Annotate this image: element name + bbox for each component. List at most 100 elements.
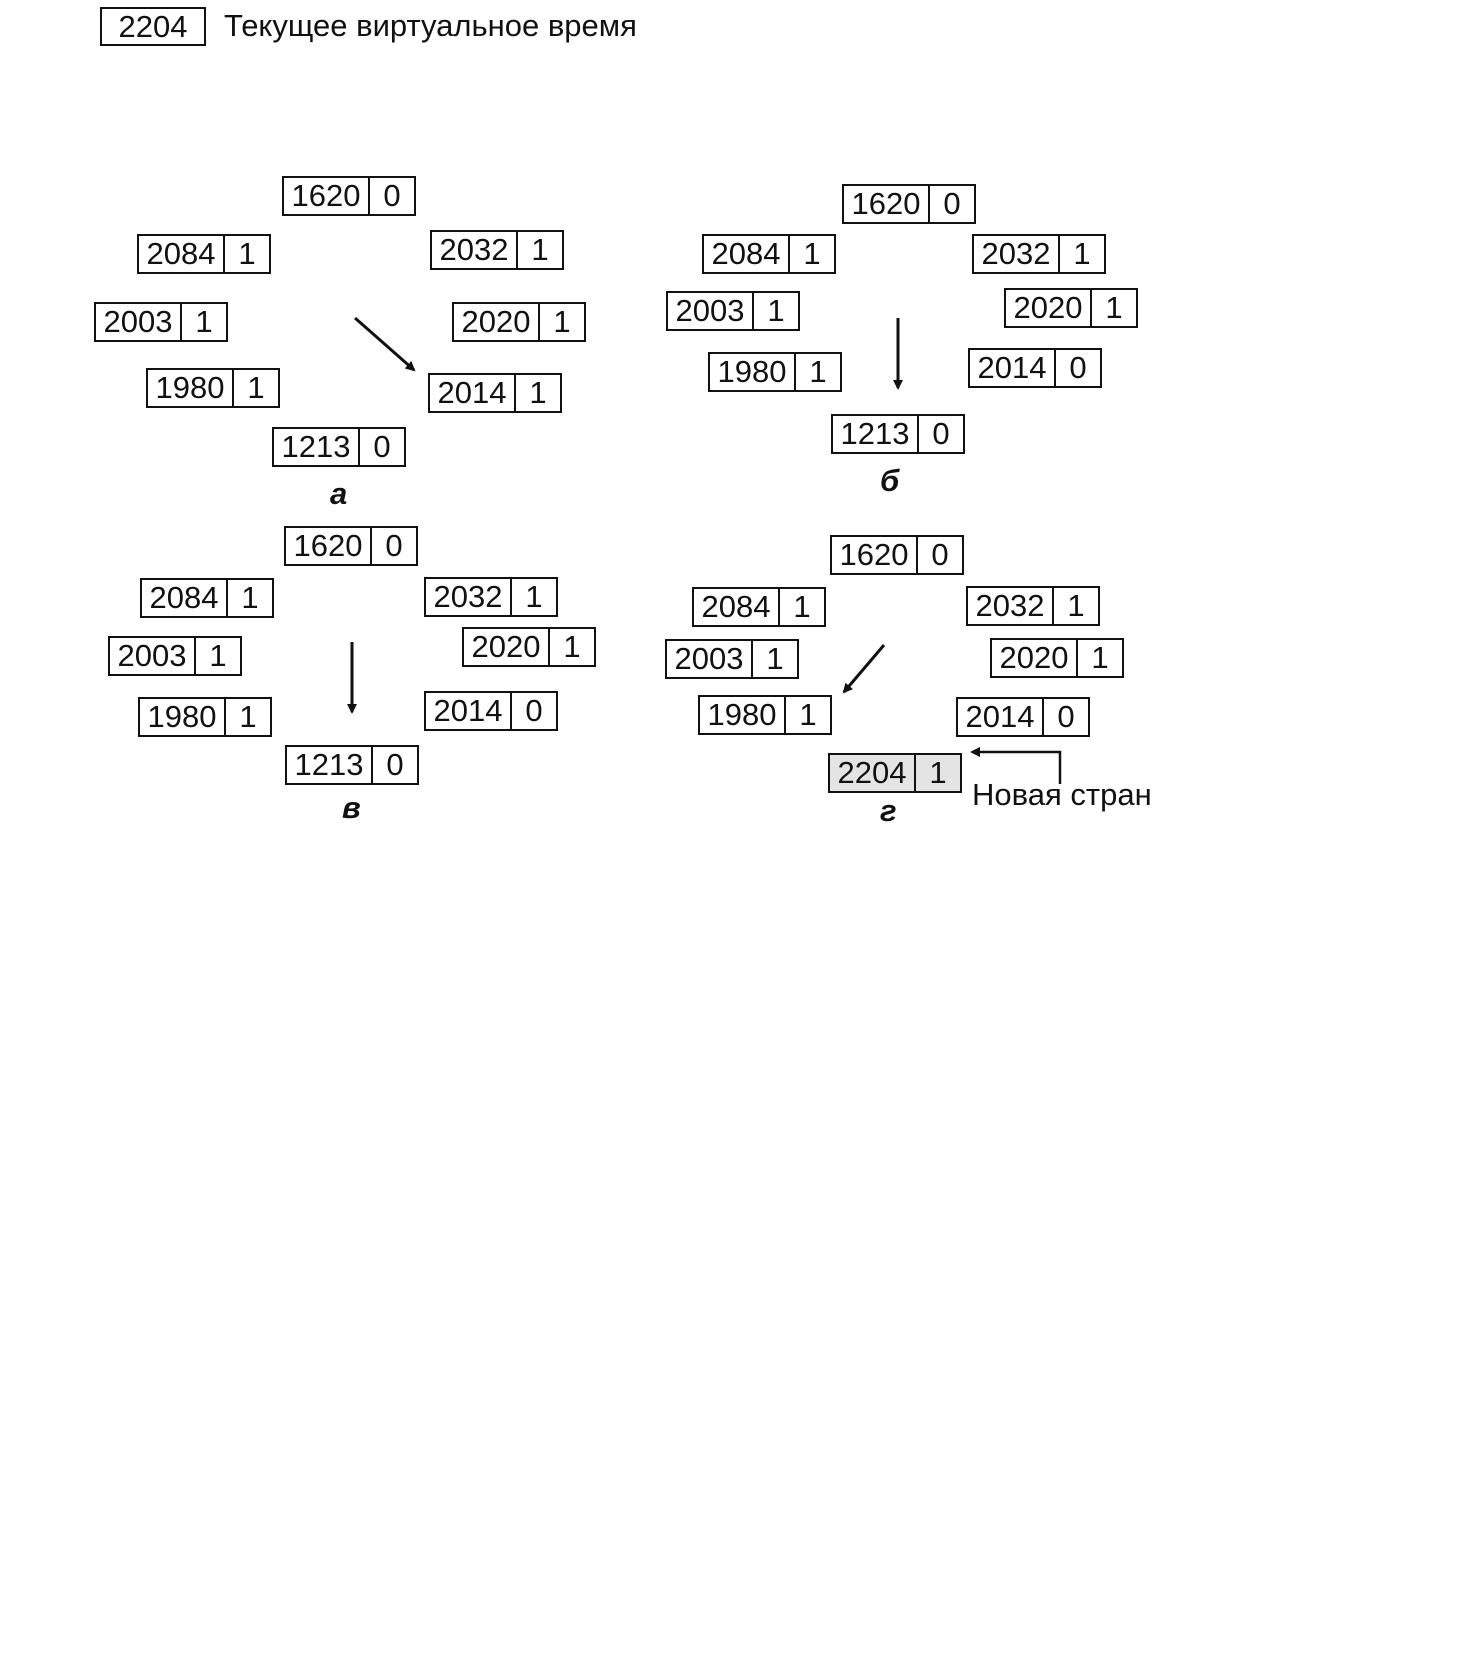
page-r-bit: 1 bbox=[1067, 588, 1085, 623]
page-time: 1980 bbox=[140, 699, 226, 735]
page-time: 1980 bbox=[148, 370, 234, 406]
page-time: 2014 bbox=[430, 375, 516, 411]
page-time: 2014 bbox=[426, 693, 512, 729]
clock-hand-arrow-g bbox=[842, 644, 886, 694]
page-time: 2084 bbox=[139, 236, 225, 272]
page-time: 2020 bbox=[464, 629, 550, 665]
page-time: 2084 bbox=[694, 589, 780, 625]
page-time: 2032 bbox=[426, 579, 512, 615]
page-r-bit: 1 bbox=[809, 354, 827, 389]
page-r-bit: 0 bbox=[932, 416, 950, 451]
page-time: 2003 bbox=[667, 641, 753, 677]
page-entry: 1213 0 bbox=[285, 745, 419, 785]
page-r-bit: 1 bbox=[525, 579, 543, 614]
page-time: 1213 bbox=[833, 416, 919, 452]
page-time: 2032 bbox=[432, 232, 518, 268]
page-r-bit: 1 bbox=[241, 580, 259, 615]
page-r-bit: 0 bbox=[525, 693, 543, 728]
page-time: 2020 bbox=[992, 640, 1078, 676]
page-time: 2020 bbox=[1006, 290, 1092, 326]
page-r-bit: 1 bbox=[531, 232, 549, 267]
page-entry: 2032 1 bbox=[972, 234, 1106, 274]
page-entry: 2032 1 bbox=[424, 577, 558, 617]
page-r-bit: 0 bbox=[385, 528, 403, 563]
page-entry: 1620 0 bbox=[830, 535, 964, 575]
current-virtual-time-value: 2204 bbox=[100, 7, 206, 46]
page-entry: 1620 0 bbox=[842, 184, 976, 224]
page-time: 2003 bbox=[110, 638, 196, 674]
page-r-bit: 0 bbox=[373, 429, 391, 464]
page-time: 2204 bbox=[830, 755, 916, 791]
page-r-bit: 1 bbox=[1091, 640, 1109, 675]
page-r-bit: 0 bbox=[943, 186, 961, 221]
page-entry: 2020 1 bbox=[452, 302, 586, 342]
page-time: 2003 bbox=[96, 304, 182, 340]
page-time: 1213 bbox=[287, 747, 373, 783]
page-r-bit: 1 bbox=[563, 629, 581, 664]
page-entry: 2032 1 bbox=[966, 586, 1100, 626]
page-time: 1980 bbox=[700, 697, 786, 733]
page-r-bit: 1 bbox=[195, 304, 213, 339]
page-r-bit: 1 bbox=[239, 699, 257, 734]
current-virtual-time-label: Текущее виртуальное время bbox=[224, 8, 637, 43]
page-time: 1980 bbox=[710, 354, 796, 390]
page-entry: 2084 1 bbox=[140, 578, 274, 618]
page-r-bit: 0 bbox=[1057, 699, 1075, 734]
page-entry: 2020 1 bbox=[462, 627, 596, 667]
page-entry: 1980 1 bbox=[708, 352, 842, 392]
page-r-bit: 1 bbox=[1105, 290, 1123, 325]
page-entry: 1620 0 bbox=[282, 176, 416, 216]
page-time: 2084 bbox=[704, 236, 790, 272]
page-time: 2003 bbox=[668, 293, 754, 329]
clock-hand-arrow-a bbox=[354, 316, 416, 372]
page-entry: 2020 1 bbox=[990, 638, 1124, 678]
page-entry: 2020 1 bbox=[1004, 288, 1138, 328]
page-r-bit: 0 bbox=[931, 537, 949, 572]
page-time: 2014 bbox=[958, 699, 1044, 735]
page-entry: 1980 1 bbox=[138, 697, 272, 737]
page-time: 2032 bbox=[974, 236, 1060, 272]
page-r-bit: 1 bbox=[767, 293, 785, 328]
page-r-bit: 1 bbox=[247, 370, 265, 405]
page-entry: 1620 0 bbox=[284, 526, 418, 566]
page-time: 2032 bbox=[968, 588, 1054, 624]
page-r-bit: 1 bbox=[793, 589, 811, 624]
page-entry: 2003 1 bbox=[665, 639, 799, 679]
page-time: 2020 bbox=[454, 304, 540, 340]
page-r-bit: 1 bbox=[1073, 236, 1091, 271]
page-time: 1620 bbox=[844, 186, 930, 222]
page-entry: 2084 1 bbox=[692, 587, 826, 627]
page-entry: 1980 1 bbox=[146, 368, 280, 408]
page-entry: 2014 1 bbox=[428, 373, 562, 413]
panel-caption: а bbox=[330, 476, 348, 511]
page-r-bit: 1 bbox=[799, 697, 817, 732]
page-entry: 2032 1 bbox=[430, 230, 564, 270]
panel-caption: б bbox=[880, 463, 900, 498]
page-r-bit: 0 bbox=[386, 747, 404, 782]
page-r-bit: 0 bbox=[1069, 350, 1087, 385]
page-time: 1620 bbox=[832, 537, 918, 573]
page-time: 1213 bbox=[274, 429, 360, 465]
page-time: 1620 bbox=[286, 528, 372, 564]
page-entry: 2003 1 bbox=[666, 291, 800, 331]
page-r-bit: 1 bbox=[553, 304, 571, 339]
page-r-bit: 0 bbox=[383, 178, 401, 213]
page-r-bit: 1 bbox=[916, 755, 960, 791]
panel-caption: г bbox=[880, 793, 897, 828]
page-entry: 2014 0 bbox=[424, 691, 558, 731]
page-entry: 1213 0 bbox=[272, 427, 406, 467]
page-entry: 2014 0 bbox=[956, 697, 1090, 737]
page-entry: 1980 1 bbox=[698, 695, 832, 735]
page-time: 1620 bbox=[284, 178, 370, 214]
page-r-bit: 1 bbox=[529, 375, 547, 410]
page-time: 2084 bbox=[142, 580, 228, 616]
page-r-bit: 1 bbox=[209, 638, 227, 673]
page-r-bit: 1 bbox=[766, 641, 784, 676]
page-r-bit: 1 bbox=[238, 236, 256, 271]
page-entry: 2003 1 bbox=[94, 302, 228, 342]
page-entry: 2084 1 bbox=[137, 234, 271, 274]
